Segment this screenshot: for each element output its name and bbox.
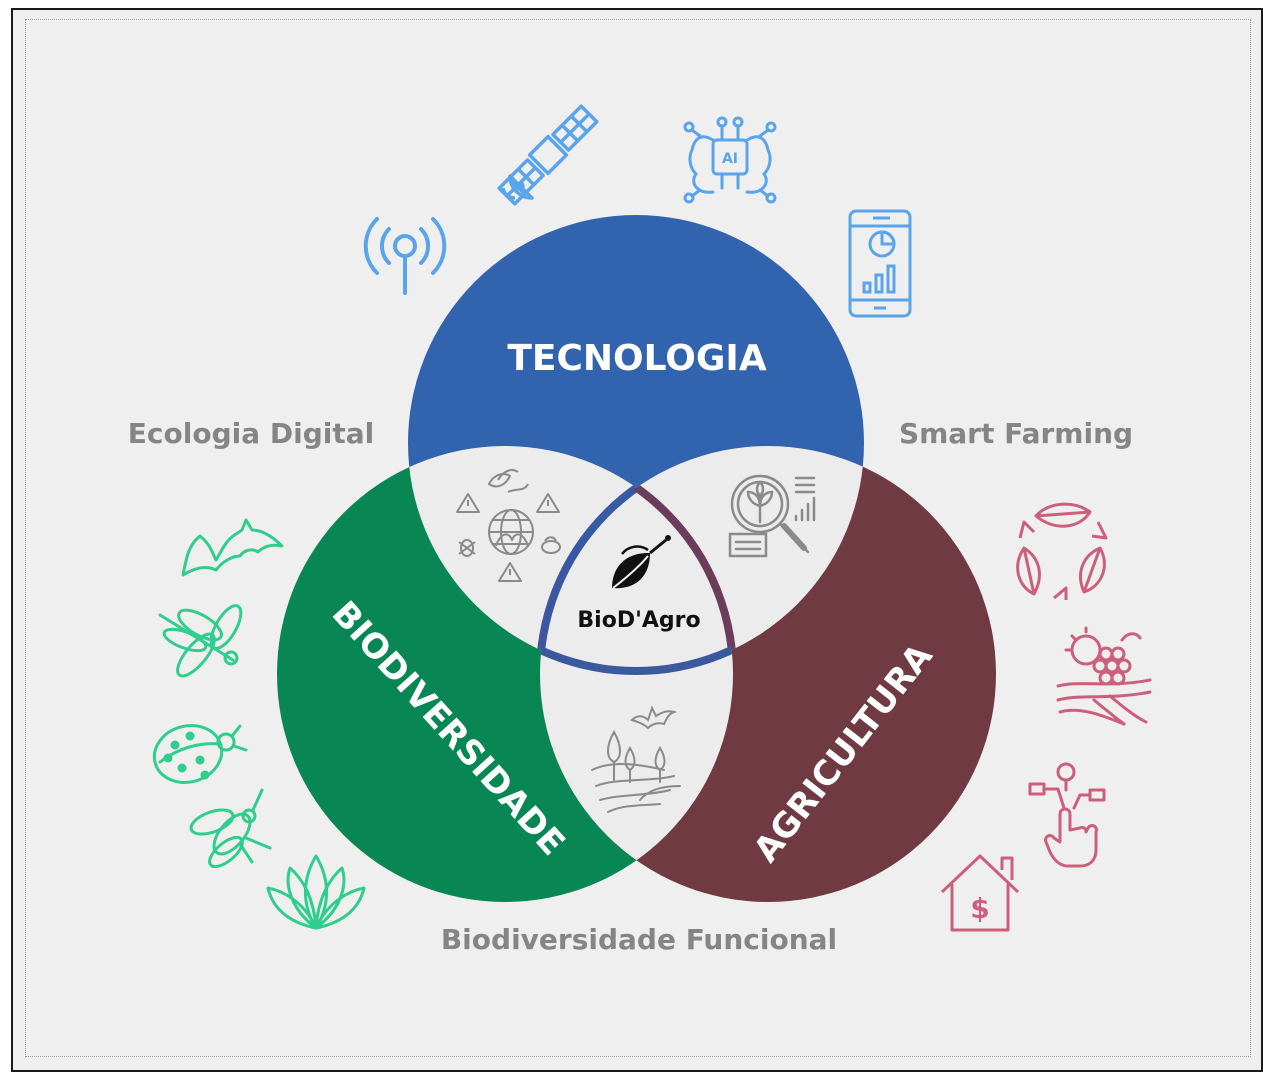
center-region bbox=[536, 446, 737, 675]
biodagro-logo: BioD'Agro bbox=[577, 535, 701, 633]
antenna-icon bbox=[363, 217, 447, 295]
recycle-leaves-icon bbox=[1016, 502, 1108, 600]
label-smart-farming: Smart Farming bbox=[899, 417, 1133, 450]
plant-icon bbox=[266, 854, 366, 930]
satellite-icon bbox=[497, 104, 599, 206]
ai-chip-icon: AI bbox=[683, 116, 777, 204]
ecology-alerts-icon bbox=[456, 469, 561, 582]
dragonfly-icon bbox=[158, 604, 243, 678]
landscape-icon bbox=[591, 705, 681, 813]
intersection-bio-agri bbox=[540, 446, 733, 902]
crop-analysis-icon bbox=[728, 474, 816, 558]
house-dollar-icon: $ bbox=[940, 854, 1020, 932]
crop-field-icon bbox=[1056, 626, 1152, 726]
label-tecnologia: TECNOLOGIA bbox=[507, 338, 767, 379]
label-ecologia-digital: Ecologia Digital bbox=[128, 417, 374, 450]
fly-icon bbox=[189, 788, 272, 869]
ai-chip-text: AI bbox=[722, 151, 738, 167]
dotted-border bbox=[25, 19, 1251, 1057]
dollar-sign: $ bbox=[970, 892, 989, 925]
leaf-logo-icon bbox=[612, 535, 671, 589]
ladybug-icon bbox=[152, 724, 248, 784]
label-biodiversidade-funcional: Biodiversidade Funcional bbox=[441, 923, 837, 956]
logo-text: BioD'Agro bbox=[577, 608, 700, 633]
bat-icon bbox=[181, 518, 284, 577]
smartphone-chart-icon bbox=[848, 209, 912, 318]
touch-control-icon bbox=[1028, 762, 1106, 868]
